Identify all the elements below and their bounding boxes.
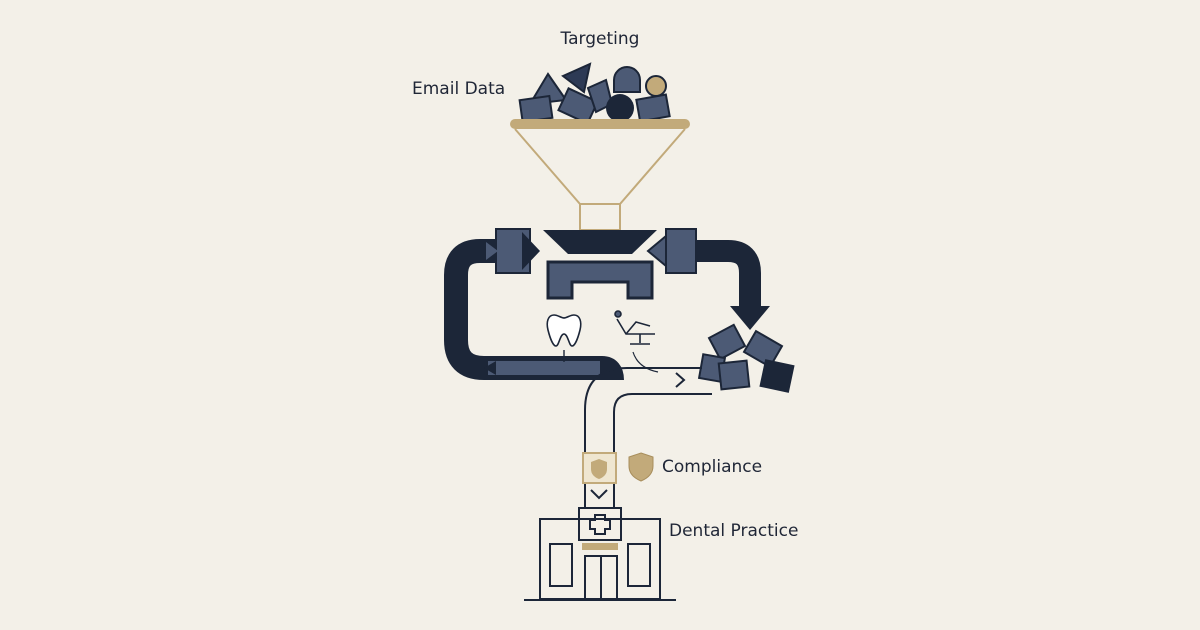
output-block-5 bbox=[759, 359, 795, 393]
compliance-shield-icon bbox=[628, 452, 654, 482]
processing-clamp bbox=[546, 260, 654, 300]
funnel-spout bbox=[579, 203, 621, 231]
output-block-2 bbox=[742, 329, 784, 369]
left-input-arrow bbox=[522, 232, 540, 270]
targeting-label: Targeting bbox=[560, 29, 640, 49]
email-data-label: Email Data bbox=[412, 79, 505, 99]
data-shape-triangle-top bbox=[561, 62, 592, 94]
funnel bbox=[510, 119, 690, 231]
processing-unit bbox=[495, 228, 697, 300]
compliance-gate bbox=[582, 452, 617, 484]
building-window-right bbox=[627, 543, 651, 587]
building-sign bbox=[582, 543, 618, 550]
right-loop-pipe bbox=[696, 240, 770, 330]
tooth-icon bbox=[546, 314, 582, 362]
funnel-cone bbox=[514, 128, 686, 205]
left-loop-arrow bbox=[486, 242, 498, 260]
left-loop-inner-arrow bbox=[484, 361, 496, 375]
processing-top-block bbox=[543, 230, 657, 254]
output-data-blocks bbox=[697, 323, 795, 393]
down-chevron-icon bbox=[590, 489, 608, 500]
delivery-chevron bbox=[675, 372, 686, 388]
email-data-shapes bbox=[518, 62, 671, 125]
data-shape-square-left bbox=[518, 94, 554, 124]
data-shape-circle-dark bbox=[606, 94, 634, 122]
right-input-block bbox=[665, 228, 697, 274]
dental-practice-label: Dental Practice bbox=[669, 521, 798, 541]
right-loop-arrowhead bbox=[730, 306, 770, 330]
output-block-4 bbox=[717, 359, 751, 391]
compliance-label: Compliance bbox=[662, 457, 762, 477]
funnel-rim bbox=[510, 119, 690, 129]
data-shape-circle-gold bbox=[645, 75, 667, 97]
data-shape-square-middle bbox=[557, 87, 599, 125]
right-input-arrow bbox=[646, 233, 667, 269]
building-window-left bbox=[549, 543, 573, 587]
dental-chair-icon bbox=[614, 310, 659, 373]
output-block-1 bbox=[707, 323, 747, 361]
data-shape-square-right bbox=[635, 93, 671, 123]
small-shield-icon bbox=[591, 459, 607, 479]
data-shape-pin bbox=[613, 66, 641, 93]
dental-practice-building bbox=[524, 507, 676, 601]
delivery-pipe bbox=[584, 367, 712, 508]
compliance-gate-frame bbox=[582, 452, 617, 484]
